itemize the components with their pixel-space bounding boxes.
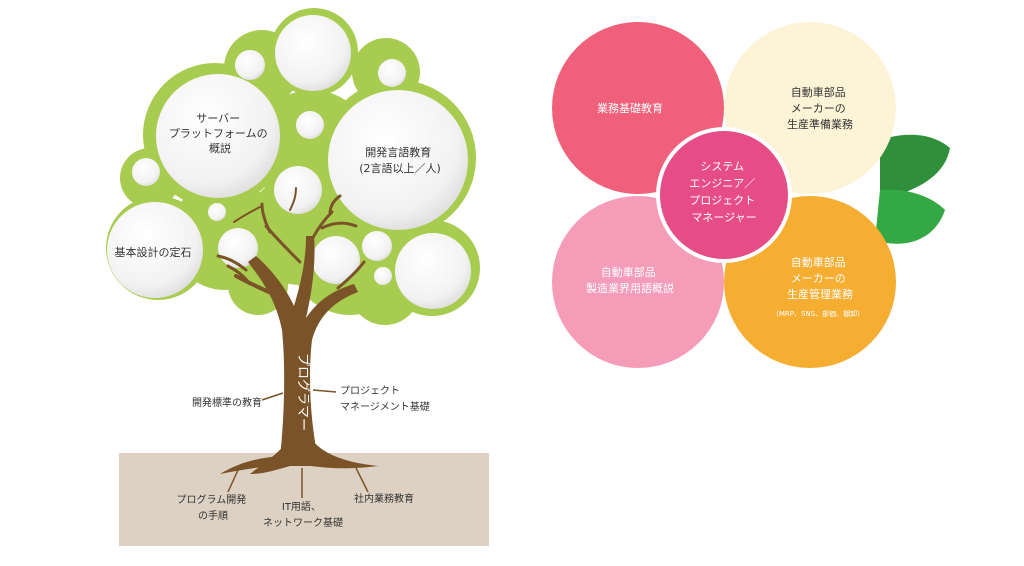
leaf-lower (875, 189, 945, 244)
bubble-basic-design (107, 202, 203, 298)
bubble-center-right (362, 231, 392, 261)
bubble-server (156, 74, 280, 198)
tree-bubbles (107, 15, 471, 309)
petal-production-mgmt-text: 自動車部品 メーカーの 生産管理業務 (787, 255, 853, 301)
bubble-dev-language-text: 開発言語教育 (2言語以上／人) (359, 145, 441, 175)
petal-production-prep-text: 自動車部品 メーカーの 生産準備業務 (787, 85, 853, 131)
bubble-top (275, 15, 351, 91)
bubble-small-green-side (208, 203, 226, 221)
bubble-left-small (132, 158, 160, 186)
bubble-dev-language (328, 90, 468, 230)
label-company-business: 社内業務教育 (354, 492, 414, 505)
bubble-small-mid (296, 111, 324, 139)
petal-business-basics-text: 業務基礎教育 (597, 101, 663, 115)
bubble-server-text: サーバー プラットフォームの 概説 (169, 112, 271, 155)
bubble-top-left (235, 50, 265, 80)
flower-center-text: システム エンジニア／ プロジェクト マネージャー (689, 160, 759, 224)
label-project-mgmt: プロジェクト マネージメント基礎 (340, 385, 430, 413)
flower-center (656, 127, 792, 263)
ground-area (119, 453, 489, 546)
bubble-right-lower (395, 233, 471, 309)
label-it-terms: IT用語、 ネットワーク基礎 (263, 500, 343, 529)
bubble-top-right (378, 59, 406, 87)
bubble-basic-design-text: 基本設計の定石 (115, 245, 192, 259)
tree-diagram: サーバー プラットフォームの 概説 開発言語教育 (2言語以上／人) 基本設計の… (106, 8, 489, 546)
bubble-tiny-right (374, 267, 392, 285)
leaf-upper (880, 134, 950, 200)
flower-diagram: 業務基礎教育 自動車部品 メーカーの 生産準備業務 自動車部品 製造業界用語概説… (552, 22, 950, 368)
bubble-center (312, 236, 360, 284)
label-program-dev: プログラム開発 の手順 (177, 493, 250, 522)
tree-connectors (227, 389, 369, 498)
tree-trunk (216, 187, 378, 474)
bubble-mid (274, 166, 322, 214)
label-dev-standard: 開発標準の教育 (192, 396, 262, 409)
petal-manufacturing-terms-text: 自動車部品 製造業界用語概説 (586, 265, 674, 295)
trunk-label: プログラマー (295, 353, 310, 431)
petal-production-mgmt-note: (MRP、SNS、部価、棚卸) (776, 309, 860, 318)
